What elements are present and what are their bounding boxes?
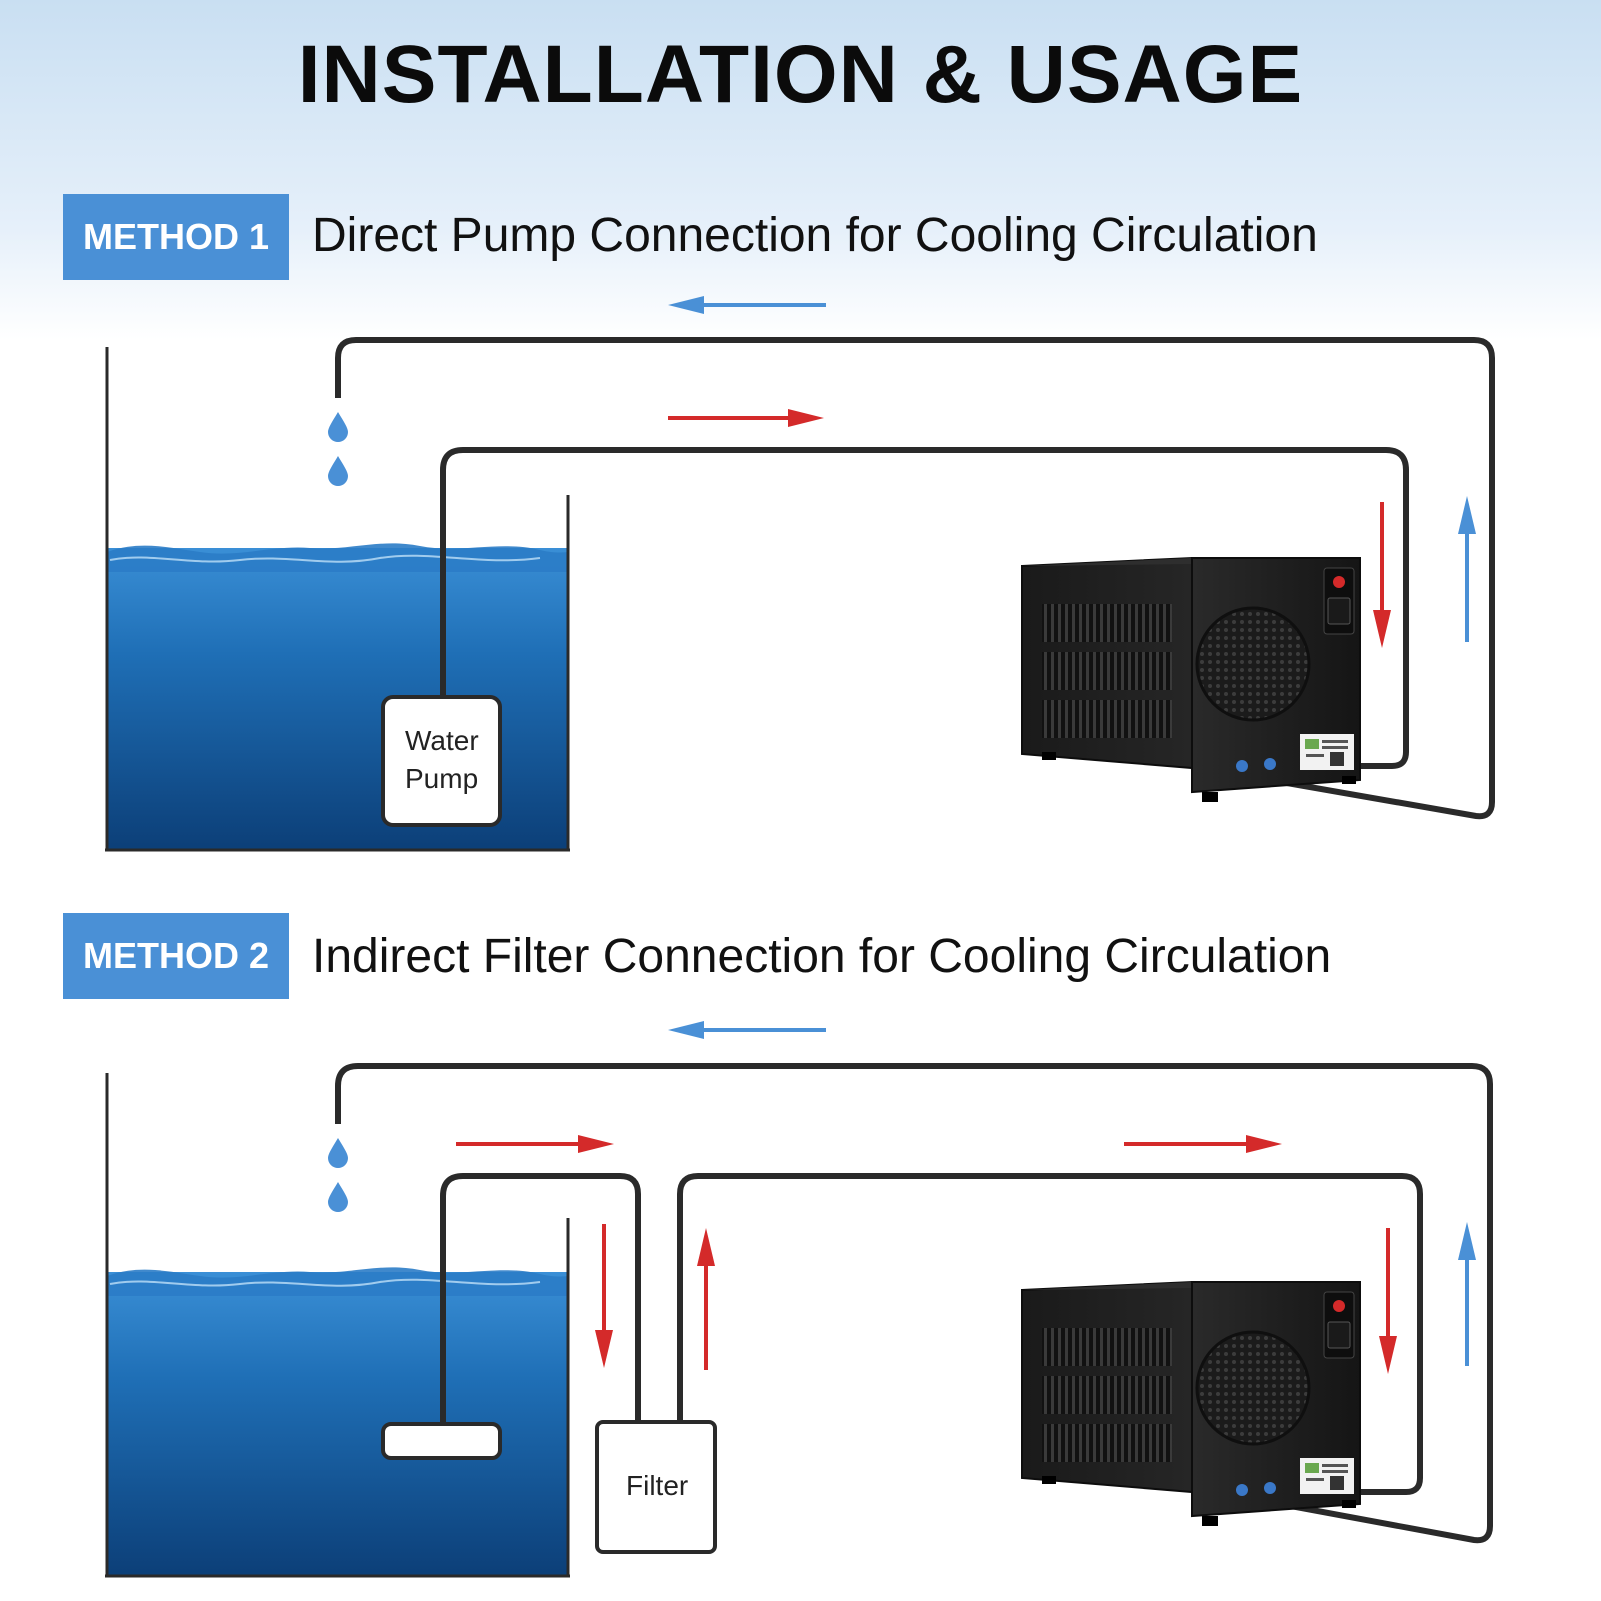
cold-flow-arrow-left <box>668 296 826 314</box>
filter-to-chiller-pipe <box>677 1173 1423 1495</box>
water-drop-icon <box>328 412 348 442</box>
hot-flow-arrow-down <box>1373 502 1391 648</box>
method-2-diagram <box>105 1021 1493 1578</box>
cold-flow-arrow-up <box>1458 1222 1476 1366</box>
water-pump-label-line2: Pump <box>405 763 479 794</box>
water-pump-label-line1: Water <box>405 725 479 756</box>
water-chiller <box>1020 556 1362 804</box>
water-drop-icon <box>328 1138 348 1168</box>
hot-flow-arrow-right <box>668 409 824 427</box>
hot-flow-arrow-up <box>697 1228 715 1370</box>
water-pump-box <box>381 1422 502 1460</box>
filter-box <box>595 1420 717 1554</box>
return-pipe <box>335 1063 1493 1544</box>
method-1-badge: METHOD 1 <box>63 194 289 280</box>
water-drop-icon <box>328 456 348 486</box>
cold-flow-arrow-left <box>668 1021 826 1039</box>
method-2-heading: Indirect Filter Connection for Cooling C… <box>312 930 1332 983</box>
page-title: INSTALLATION & USAGE <box>297 29 1304 120</box>
water-chiller <box>1020 1280 1362 1528</box>
tank-water <box>107 1272 569 1576</box>
method-1-diagram <box>105 296 1495 852</box>
water-drop-icon <box>328 1182 348 1212</box>
water-pump-box <box>381 695 502 827</box>
hot-flow-arrow-right <box>1124 1135 1282 1153</box>
pump-to-filter-pipe <box>440 1173 641 1424</box>
hot-flow-arrow-right <box>456 1135 614 1153</box>
supply-pipe <box>440 447 1409 769</box>
cold-flow-arrow-up <box>1458 496 1476 642</box>
method-2-badge: METHOD 2 <box>63 913 289 999</box>
water-pump-label: Water Pump <box>405 722 479 798</box>
filter-label: Filter <box>626 1470 689 1501</box>
hot-flow-arrow-down <box>595 1224 613 1368</box>
return-pipe <box>335 337 1495 820</box>
hot-flow-arrow-down <box>1379 1228 1397 1374</box>
method-1-heading: Direct Pump Connection for Cooling Circu… <box>312 209 1318 262</box>
